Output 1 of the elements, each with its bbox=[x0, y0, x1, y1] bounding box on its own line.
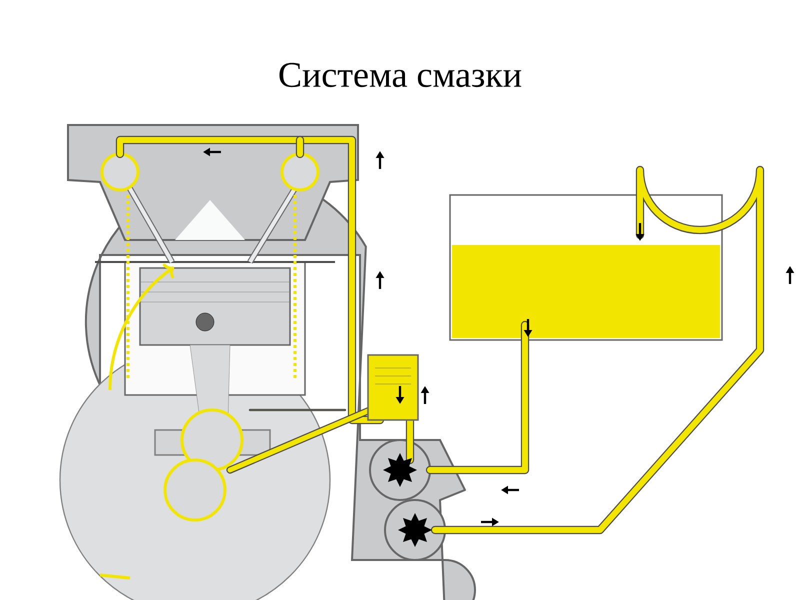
title: Система смазки bbox=[280, 62, 522, 88]
